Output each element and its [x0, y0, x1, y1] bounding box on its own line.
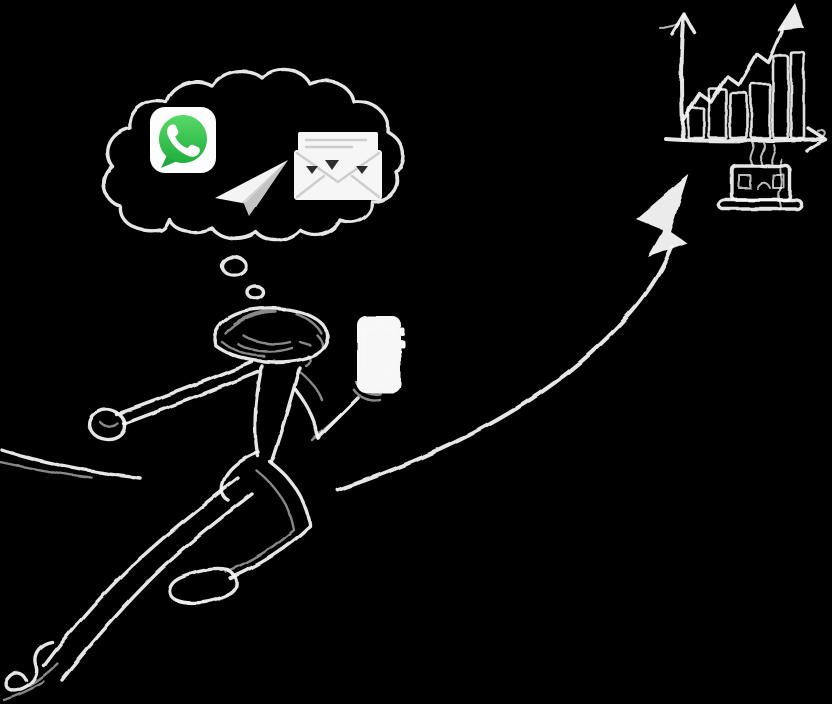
front-thigh — [268, 460, 312, 526]
chart-bar — [686, 106, 706, 140]
chart-bar — [728, 91, 749, 140]
growth-arrow — [336, 174, 689, 492]
envelope-flap — [295, 151, 381, 184]
torso-front-line — [270, 366, 302, 464]
chart-trend-line — [681, 26, 785, 122]
chart-bar — [707, 87, 728, 140]
chart-bar — [749, 82, 772, 140]
leading-forearm-2 — [310, 402, 354, 442]
phone-side-button-2 — [400, 340, 405, 348]
trailing-arm-upper — [114, 360, 254, 416]
envelope-body — [294, 150, 382, 200]
collar-line — [298, 370, 324, 402]
phone-body — [357, 316, 401, 393]
cloud-trail-puff-large — [220, 255, 248, 277]
laptop-screen-scribble — [738, 174, 785, 189]
chart-y-serif — [659, 23, 679, 29]
front-thigh-2 — [254, 468, 296, 530]
chart-y-arrowhead — [670, 12, 697, 36]
whatsapp-bubble — [159, 115, 207, 163]
head-scribble — [212, 306, 330, 364]
chart-x-arrow-curl — [817, 129, 827, 138]
growth-arrowhead — [636, 174, 689, 257]
chart-trend-arrowhead — [777, 3, 804, 31]
chart-bars — [686, 50, 806, 140]
cloud-outline — [101, 67, 405, 242]
front-shoe-sole — [174, 594, 230, 605]
trailing-arm-lower — [122, 370, 260, 426]
back-leg-lower — [60, 492, 254, 682]
face-marks — [236, 334, 324, 368]
hair-scribble — [220, 308, 324, 358]
envelope-shadow-left — [306, 166, 318, 174]
chart-bar — [771, 54, 790, 140]
phone-screen — [362, 328, 396, 373]
sketch-layer — [0, 3, 828, 702]
motion-line-2 — [0, 460, 94, 480]
plane-tail — [244, 160, 288, 216]
fist-knuckles — [98, 420, 120, 428]
smartphone-sketch — [357, 316, 405, 393]
front-calf-2 — [224, 528, 296, 574]
chart-x-axis — [664, 137, 824, 143]
whatsapp-phone-glyph — [167, 124, 200, 157]
back-shoe-toe — [2, 662, 60, 702]
plane-wing-top — [215, 160, 288, 203]
cloud-trail-puff-small — [245, 284, 265, 300]
chart-x-arrowhead — [805, 126, 828, 153]
laptop-sketch — [717, 142, 804, 211]
envelope-folds — [295, 174, 381, 199]
email-envelope-icon — [294, 132, 382, 200]
envelope-shadow-right — [356, 166, 368, 174]
growth-arrow-curve — [336, 244, 674, 492]
front-calf — [228, 524, 312, 580]
chart-bar — [789, 50, 806, 140]
cloud-icons — [150, 107, 382, 216]
hip-curve — [220, 450, 260, 502]
envelope-shadow-center — [325, 160, 339, 170]
leading-arm-upper — [294, 388, 320, 440]
chart-y-axis — [679, 14, 686, 142]
whatsapp-bubble-tail — [161, 153, 180, 168]
torso-back-line — [253, 364, 264, 458]
laptop-hanging-squiggles — [750, 142, 783, 211]
phone-side-button-1 — [400, 328, 405, 336]
back-shoe-heel — [3, 640, 54, 693]
letter-text-lines — [304, 138, 368, 149]
laptop-base — [717, 198, 804, 211]
back-leg-upper — [42, 476, 240, 668]
bar-chart-sketch — [659, 3, 828, 153]
fist-scribble — [87, 407, 127, 442]
whatsapp-icon — [150, 107, 216, 173]
thought-cloud — [101, 67, 405, 300]
motion-line-1 — [0, 448, 142, 480]
running-person — [0, 306, 382, 702]
paper-plane-icon — [215, 160, 288, 216]
